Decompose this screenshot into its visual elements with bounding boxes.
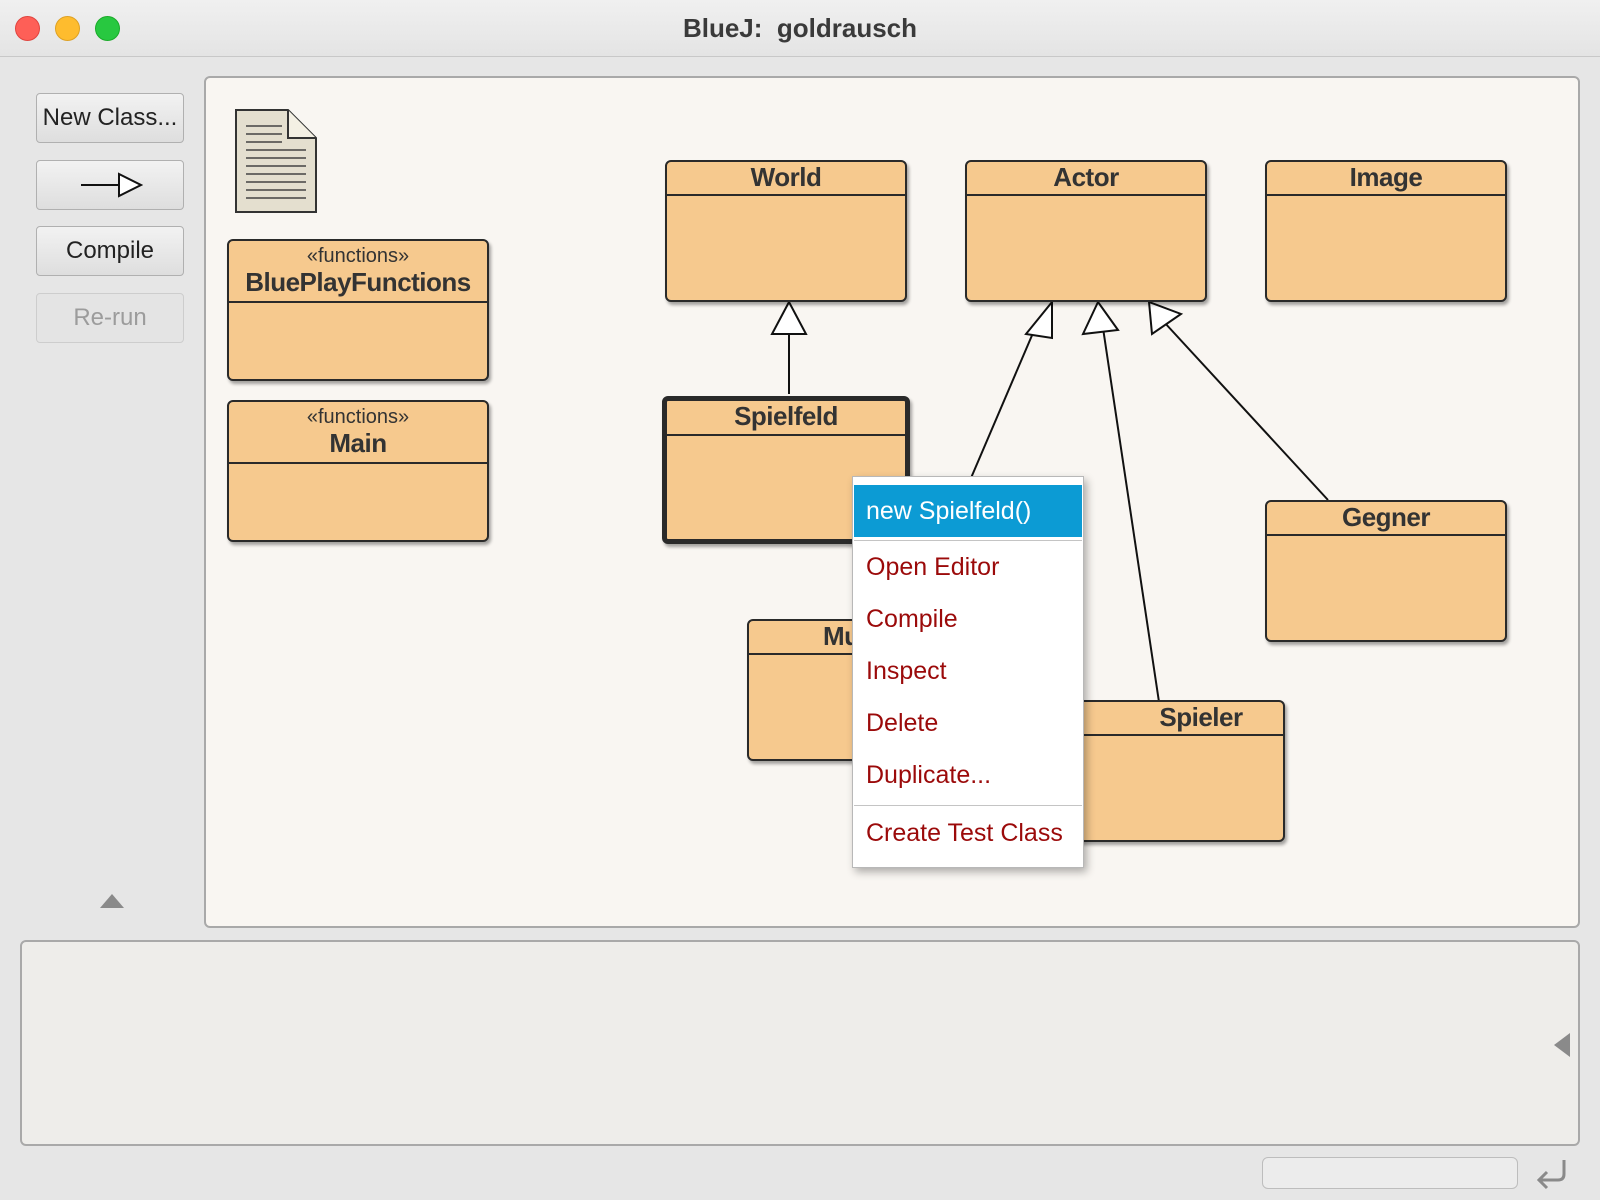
return-arrow-icon[interactable] xyxy=(1534,1156,1570,1192)
class-image[interactable]: Image xyxy=(1265,160,1507,302)
class-name: Main xyxy=(329,428,387,458)
menu-separator xyxy=(854,540,1082,541)
class-world[interactable]: World xyxy=(665,160,907,302)
readme-document-icon[interactable] xyxy=(234,108,320,214)
class-blueplayfunctions[interactable]: «functions» BluePlayFunctions xyxy=(227,239,489,381)
class-name: BluePlayFunctions xyxy=(245,267,471,297)
menu-item-create-test-class[interactable]: Create Test Class xyxy=(866,819,1063,847)
class-header: Spieler xyxy=(1045,702,1283,736)
class-header: «functions» Main xyxy=(229,402,487,464)
class-header: Spielfeld xyxy=(667,401,905,436)
class-main[interactable]: «functions» Main xyxy=(227,400,489,542)
class-context-menu: new Spielfeld() Open Editor Compile Insp… xyxy=(852,476,1084,868)
inheritance-arrow-button[interactable] xyxy=(36,160,184,210)
maximize-window-button[interactable] xyxy=(95,16,120,41)
compile-button[interactable]: Compile xyxy=(36,226,184,276)
minimize-window-button[interactable] xyxy=(55,16,80,41)
expand-up-icon[interactable] xyxy=(100,894,124,908)
menu-item-delete[interactable]: Delete xyxy=(866,709,939,737)
menu-item-new-spielfeld[interactable]: new Spielfeld() xyxy=(854,485,1082,537)
menu-item-duplicate[interactable]: Duplicate... xyxy=(866,761,992,789)
class-name: World xyxy=(750,162,822,192)
class-name: Actor xyxy=(1053,162,1119,192)
inheritance-arrow-icon xyxy=(81,172,143,198)
menu-separator xyxy=(854,805,1082,806)
class-gegner[interactable]: Gegner xyxy=(1265,500,1507,642)
menu-item-inspect[interactable]: Inspect xyxy=(866,657,947,685)
class-name: Image xyxy=(1349,162,1423,192)
window-title: BlueJ: goldrausch xyxy=(682,13,918,43)
status-field xyxy=(1262,1157,1518,1189)
class-stereotype: «functions» xyxy=(306,406,410,428)
class-header: Gegner xyxy=(1267,502,1505,536)
class-name: Spielfeld xyxy=(734,401,838,431)
class-header: «functions» BluePlayFunctions xyxy=(229,241,487,303)
inheritance-arrows xyxy=(770,299,1329,703)
class-name: Gegner xyxy=(1341,502,1431,532)
rerun-button: Re-run xyxy=(36,293,184,343)
class-name: Spieler xyxy=(1159,702,1243,732)
menu-item-open-editor[interactable]: Open Editor xyxy=(866,553,1000,581)
new-class-button[interactable]: New Class... xyxy=(36,93,184,143)
collapse-left-icon[interactable] xyxy=(1554,1033,1570,1057)
close-window-button[interactable] xyxy=(15,16,40,41)
title-bar: BlueJ: goldrausch xyxy=(0,0,1600,57)
class-stereotype: «functions» xyxy=(306,245,410,267)
class-header: Image xyxy=(1267,162,1505,196)
class-header: Actor xyxy=(967,162,1205,196)
class-header: World xyxy=(667,162,905,196)
menu-item-compile[interactable]: Compile xyxy=(866,605,958,633)
class-actor[interactable]: Actor xyxy=(965,160,1207,302)
object-bench[interactable] xyxy=(20,940,1580,1146)
